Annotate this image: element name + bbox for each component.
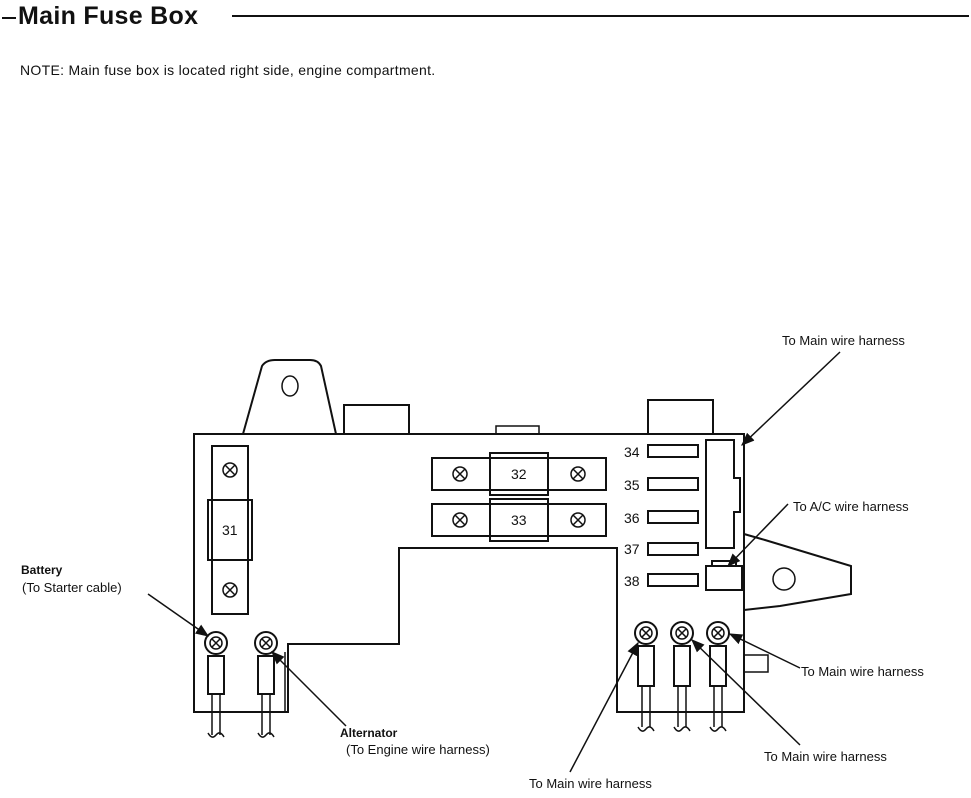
fuse-36-label: 36 [624,510,640,526]
fuse-32-holder [431,452,607,496]
main-harness-terminal-1 [634,621,658,732]
fuse-35-slot [647,477,699,491]
callout-main-harness-top: To Main wire harness [782,333,905,348]
leader-ac-harness [727,503,789,567]
mounting-tab-right [743,533,852,611]
alternator-terminal [254,631,278,738]
location-note: NOTE: Main fuse box is located right sid… [20,62,436,78]
callout-battery-sub: (To Starter cable) [22,580,122,595]
leader-main-harness-top [741,351,841,446]
callout-alternator: Alternator [340,726,398,740]
fuse-37-slot [647,542,699,556]
fuse-34-slot [647,444,699,458]
leader-battery [147,593,210,637]
top-connector-right [647,399,714,435]
main-harness-terminal-2 [670,621,694,732]
callout-battery: Battery [21,563,63,577]
fuse-33-label: 33 [511,512,527,528]
callout-main-harness-right: To Main wire harness [801,664,924,679]
leader-main-harness-right [728,633,801,669]
ac-harness-connector [705,560,743,591]
callout-main-harness-bottom: To Main wire harness [529,776,652,791]
mounting-tab-left [242,359,337,435]
top-connector-left [343,404,410,435]
fuse-31-label: 31 [222,522,238,538]
title-dash [2,17,16,19]
callout-main-harness-bottom-right: To Main wire harness [764,749,887,764]
fuse-33-holder [431,498,607,542]
leader-main-harness-bottom-right [691,639,801,746]
side-clip [743,654,769,673]
fuse-34-label: 34 [624,444,640,460]
fuse-31-holder [207,445,253,615]
callout-alternator-sub: (To Engine wire harness) [346,742,490,757]
leader-main-harness-bottom [569,641,639,773]
fuse-box-body [193,433,745,713]
fuse-38-label: 38 [624,573,640,589]
fuse-35-label: 35 [624,477,640,493]
page-title: Main Fuse Box [18,2,199,30]
fuse-37-label: 37 [624,541,640,557]
leader-alternator [271,651,347,727]
callout-ac-harness: To A/C wire harness [793,499,909,514]
top-connector-small [495,425,540,435]
main-harness-connector [705,439,741,549]
fuse-32-label: 32 [511,466,527,482]
fuse-36-slot [647,510,699,524]
title-rule [232,15,969,17]
fuse-38-slot [647,573,699,587]
main-harness-terminal-3 [706,621,730,732]
battery-terminal [204,631,228,738]
